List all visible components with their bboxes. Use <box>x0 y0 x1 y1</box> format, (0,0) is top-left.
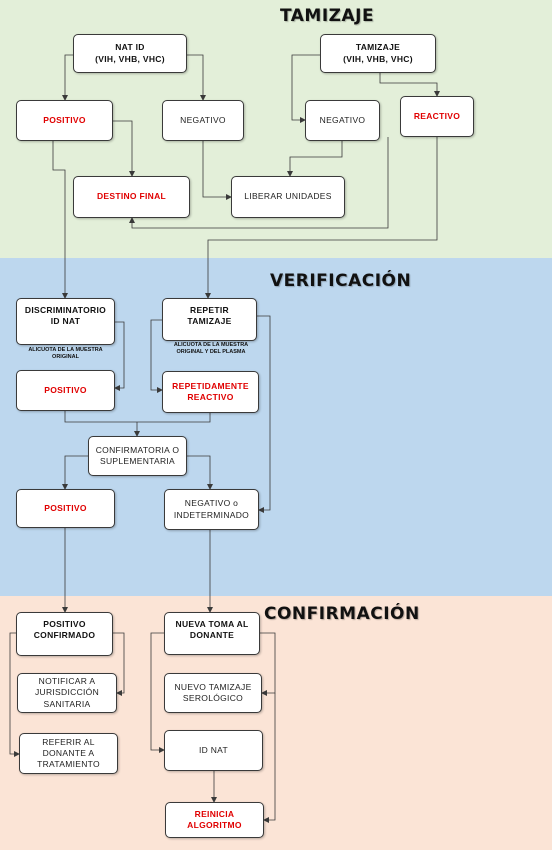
edge-tamizaje-negativo <box>291 54 320 123</box>
node-tamizaje: TAMIZAJE (VIH, VHB, VHC) <box>320 34 436 73</box>
node-destino-final: DESTINO FINAL <box>73 176 190 218</box>
edge-repetir-repreactivo <box>150 319 163 393</box>
edge-positivo-destino <box>113 120 135 177</box>
edge-tamizaje-reactivo <box>379 73 440 97</box>
edge-negativo2-liberar <box>287 141 343 177</box>
node-positivo-3: POSITIVO <box>16 489 115 528</box>
node-negativo-1: NEGATIVO <box>162 100 244 141</box>
section-title-tamizaje: TAMIZAJE <box>280 6 375 26</box>
note-alicuota-plasma: ALICUOTA DE LA MUESTRA ORIGINAL Y DEL PL… <box>173 342 249 355</box>
node-positivo-2: POSITIVO <box>16 370 115 411</box>
node-reactivo: REACTIVO <box>400 96 474 137</box>
edge-nuevatoma-nuevotamizaje <box>260 632 276 696</box>
node-repetidamente-reactivo: REPETIDAMENTE REACTIVO <box>162 371 259 413</box>
edge-reactivo-repetir <box>205 137 438 299</box>
node-positivo-confirmado: POSITIVO CONFIRMADO <box>16 612 113 656</box>
node-discriminatorio: DISCRIMINATORIO ID NAT <box>16 298 115 345</box>
edge-repetir-negind <box>257 315 271 513</box>
edge-nuevatoma-idnat <box>150 632 165 753</box>
edge-positivo-discriminatorio <box>52 141 68 299</box>
node-nuevo-tamizaje: NUEVO TAMIZAJE SEROLÓGICO <box>164 673 262 713</box>
node-referir: REFERIR AL DONANTE A TRATAMIENTO <box>19 733 118 774</box>
edge-discriminatorio-positivo <box>114 321 125 391</box>
node-liberar-unidades: LIBERAR UNIDADES <box>231 176 345 218</box>
node-negativo-indeterminado: NEGATIVO o INDETERMINADO <box>164 489 259 530</box>
node-negativo-2: NEGATIVO <box>305 100 380 141</box>
section-confirmacion: CONFIRMACIÓN <box>0 596 552 850</box>
node-id-nat: ID NAT <box>164 730 263 771</box>
edge-natid-positivo <box>62 54 73 101</box>
edge-confirmatoria-negind <box>187 455 213 490</box>
edge-confirmatoria-positivo <box>62 455 88 490</box>
node-repetir-tamizaje: REPETIR TAMIZAJE <box>162 298 257 341</box>
note-alicuota-muestra: ALICUOTA DE LA MUESTRA ORIGINAL <box>28 347 103 360</box>
node-confirmatoria: CONFIRMATORIA O SUPLEMENTARIA <box>88 436 187 476</box>
edge-negativo-liberar <box>202 141 232 200</box>
node-nueva-toma: NUEVA TOMA AL DONANTE <box>164 612 260 655</box>
edge-nuevotamizaje-reinicia <box>263 693 276 823</box>
edge-positivo-confirmatoria <box>64 411 211 423</box>
edge-confirmado-referir <box>9 632 20 757</box>
edge-confirmado-notificar <box>113 632 125 696</box>
section-title-verificacion: VERIFICACIÓN <box>270 271 412 291</box>
node-positivo-1: POSITIVO <box>16 100 113 141</box>
node-reinicia-algoritmo: REINICIA ALGORITMO <box>165 802 264 838</box>
edge-reactivo-destino <box>129 137 389 229</box>
edge-natid-negativo <box>187 54 206 101</box>
section-title-confirmacion: CONFIRMACIÓN <box>264 604 420 624</box>
node-nat-id: NAT ID (VIH, VHB, VHC) <box>73 34 187 73</box>
node-notificar: NOTIFICAR A JURISDICCIÓN SANITARIA <box>17 673 117 713</box>
